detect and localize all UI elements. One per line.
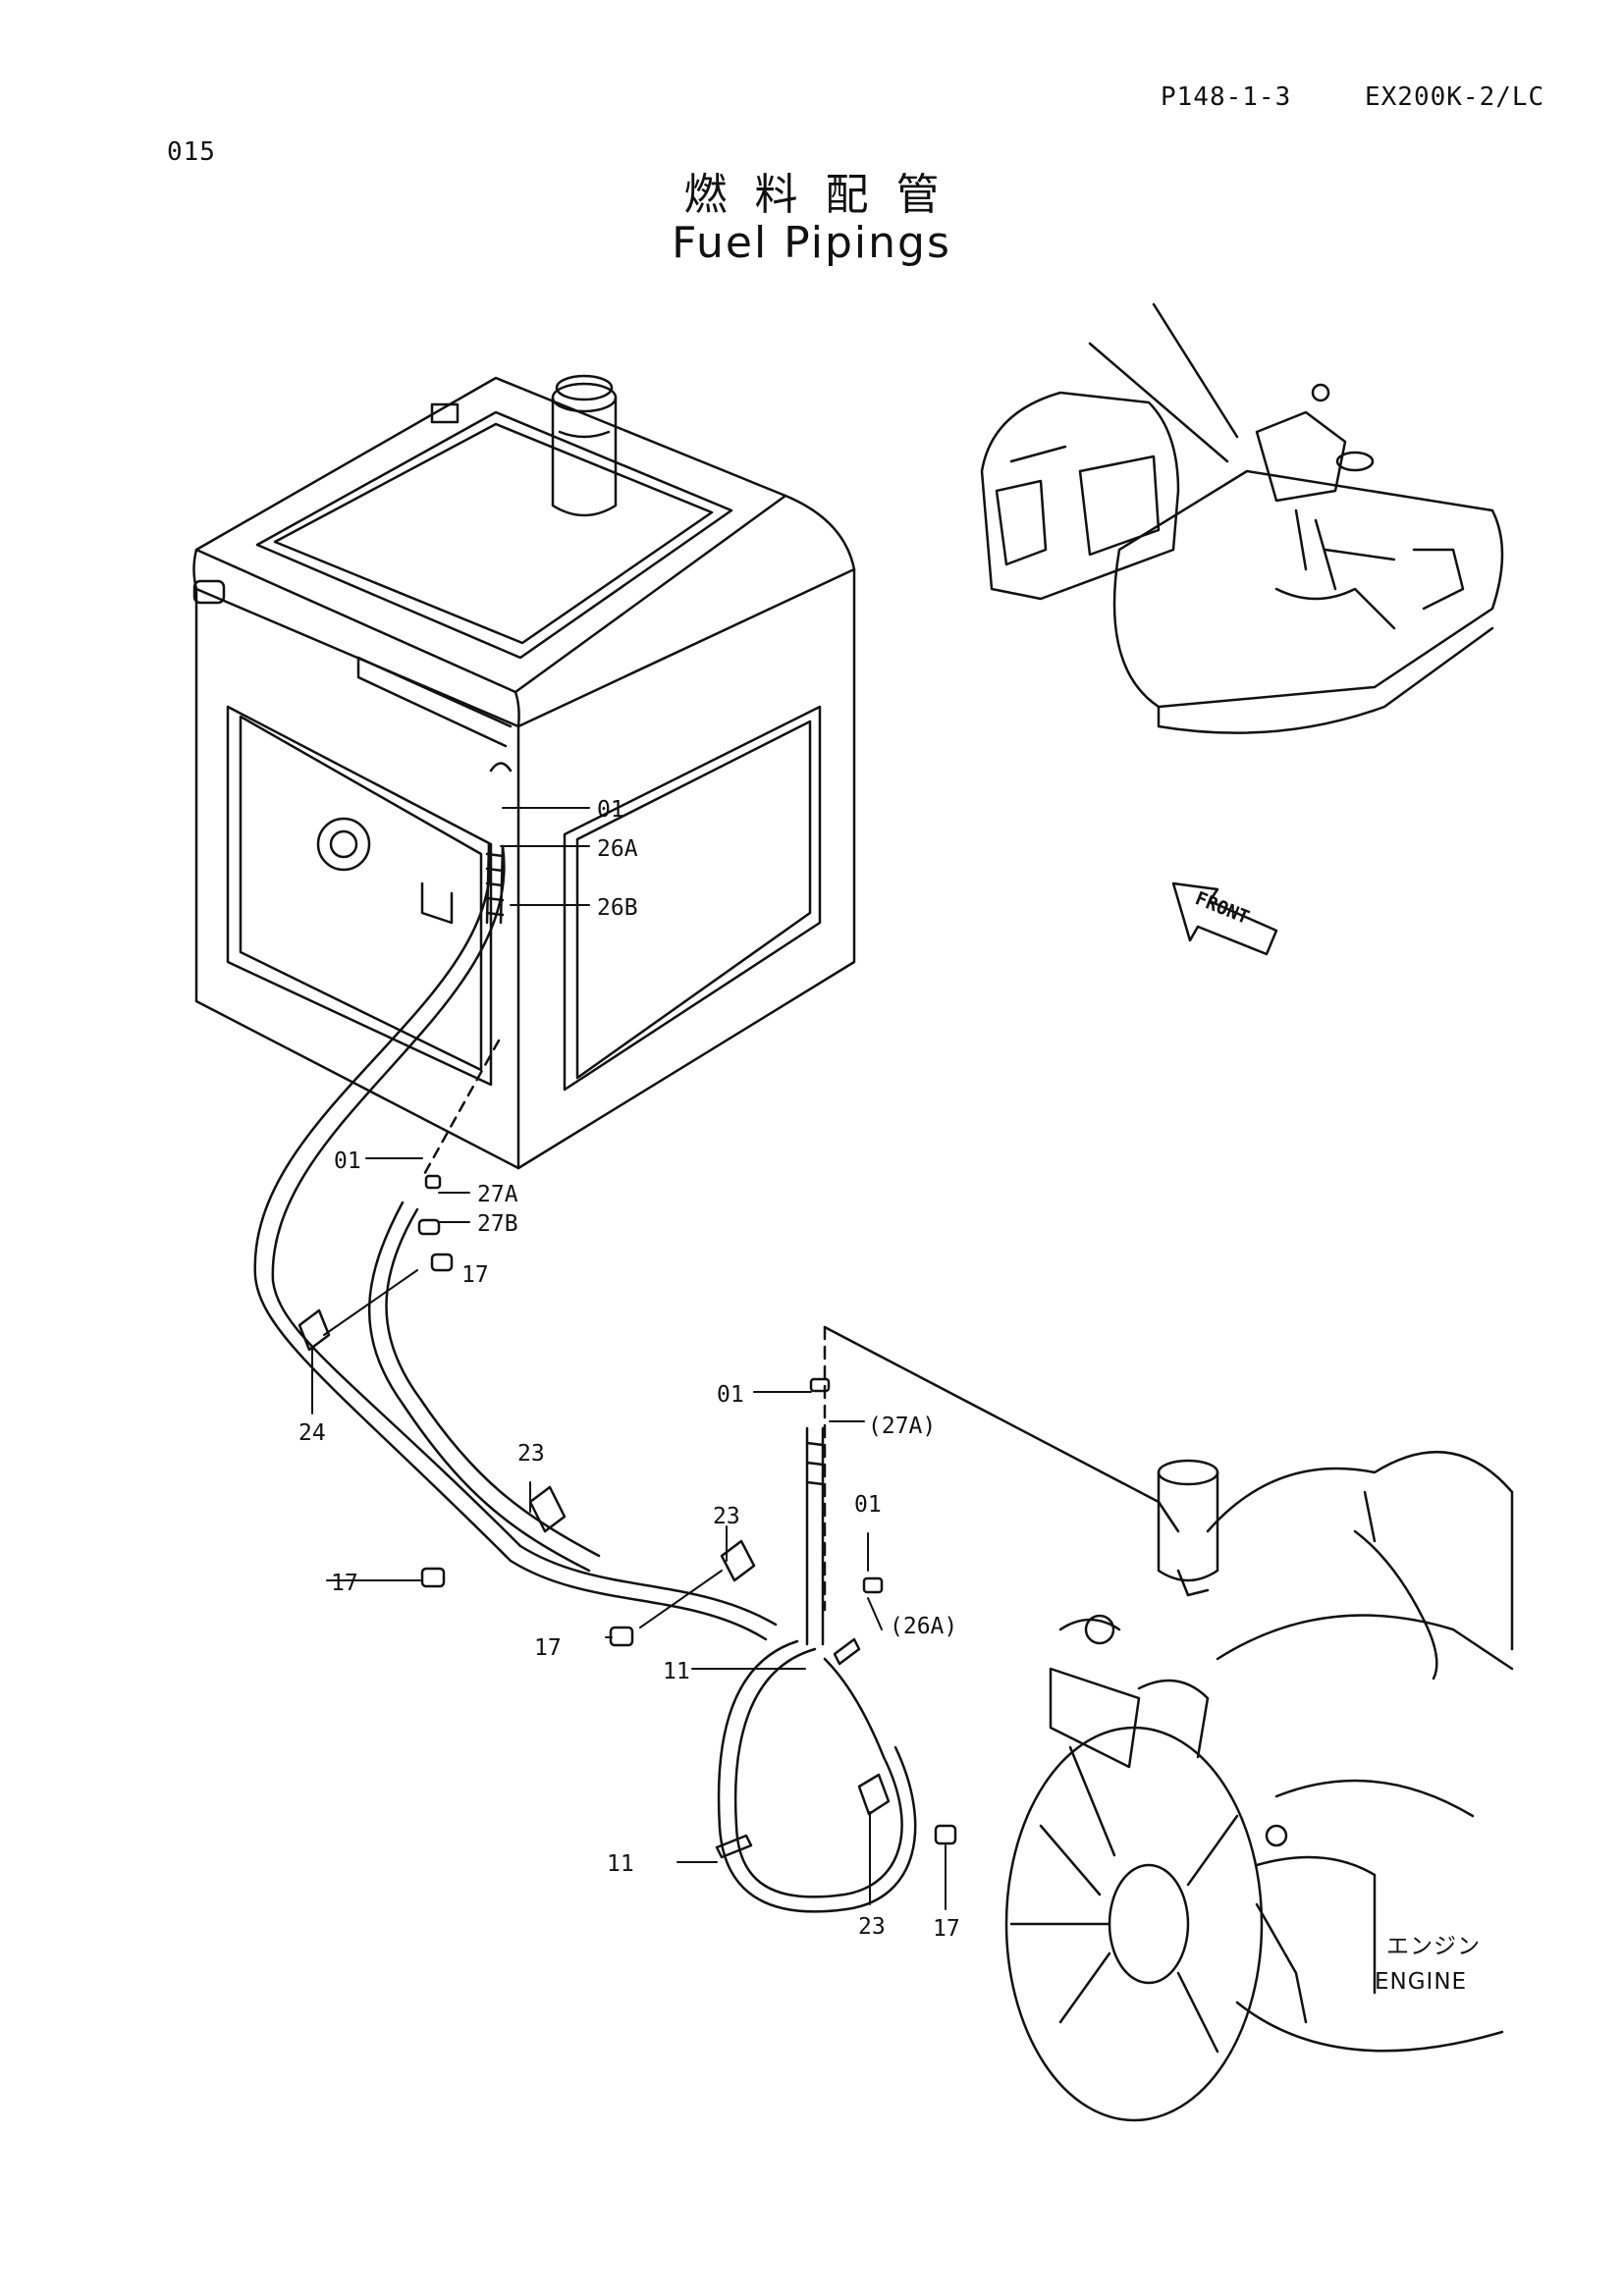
page-number: 015 (167, 137, 216, 167)
clamps (298, 1174, 957, 1859)
callout-label: 11 (607, 1851, 634, 1877)
callout-label: 27B (477, 1211, 518, 1237)
callout-label: 11 (663, 1659, 690, 1684)
callout-label: 17 (534, 1635, 562, 1661)
front-arrow-label: FRONT (1192, 887, 1252, 929)
callout-label: 26B (597, 895, 638, 921)
engine-label-japanese: エンジン (1386, 1934, 1481, 1959)
callout-label: 27A (477, 1182, 518, 1207)
callout-label: 23 (713, 1504, 740, 1529)
fuel-hoses (253, 842, 917, 1913)
callout-label: 17 (331, 1571, 358, 1596)
callout-label: 23 (858, 1914, 886, 1940)
callout-labels: 01 26A 26B 01 27A 27B 17 24 23 17 23 17 … (298, 797, 960, 1942)
callout-label: (26A) (890, 1614, 957, 1639)
title-japanese: 燃料配管 (683, 170, 967, 220)
callout-label: 17 (461, 1262, 489, 1288)
leader-lines (311, 807, 947, 1910)
callout-label: (27A) (868, 1414, 936, 1439)
fuel-tank (192, 374, 856, 1170)
excavator-overview (980, 302, 1504, 734)
engine-label-english: ENGINE (1375, 1969, 1467, 1995)
engine (823, 1325, 1514, 2122)
callout-label: 01 (854, 1492, 882, 1518)
callout-label: 01 (334, 1148, 361, 1174)
title-english: Fuel Pipings (672, 218, 951, 268)
callout-label: 23 (517, 1441, 545, 1467)
front-direction-arrow (1171, 881, 1278, 956)
callout-label: 01 (597, 797, 624, 823)
callout-label: 01 (717, 1382, 744, 1408)
callout-label: 24 (298, 1420, 326, 1446)
page-reference: P148-1-3 (1161, 82, 1292, 112)
callout-label: 17 (933, 1916, 960, 1942)
model-code: EX200K-2/LC (1365, 82, 1545, 112)
callout-label: 26A (597, 836, 638, 862)
